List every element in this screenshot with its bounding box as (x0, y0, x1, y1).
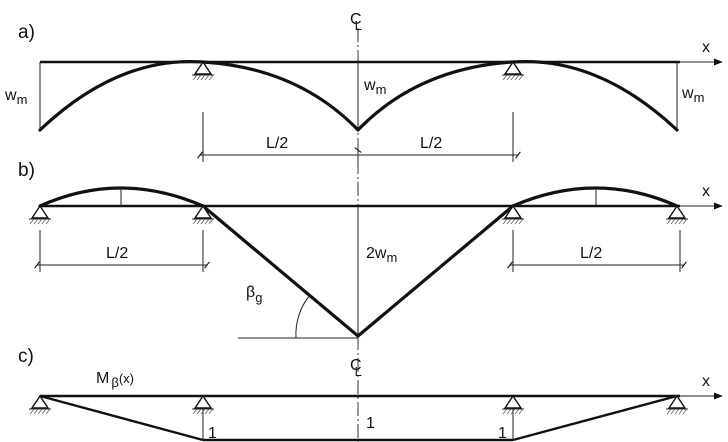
panel-a-w-left: wm (4, 87, 27, 107)
panel-c-moment-sub: β (111, 375, 118, 390)
panel-a-dim-left-label: L/2 (266, 135, 288, 152)
panel-a-w-left-sub: m (17, 92, 28, 107)
panel-a-dim-right-label: L/2 (420, 135, 442, 152)
panel-c-cl-label: CL (350, 357, 362, 379)
panel-c-cl-c: C (350, 357, 362, 374)
panel-a: a) CL x wm wm wm L/2 (4, 11, 723, 162)
panel-b-support-1 (29, 204, 51, 225)
panel-a-x-label: x (702, 39, 710, 56)
panel-c-moment-arg: (x) (119, 371, 134, 386)
panel-a-support-1 (192, 60, 214, 81)
panel-c-val-left: 1 (208, 425, 217, 442)
panel-c-val-right: 1 (498, 425, 507, 442)
panel-c-cl-l: L (355, 364, 362, 379)
panel-a-tag: a) (18, 22, 35, 43)
panel-c-support-3 (502, 394, 524, 415)
panel-a-cl-label: CL (350, 11, 362, 33)
panel-b-w-center-main: 2w (366, 245, 387, 262)
panel-c-tag: c) (18, 346, 34, 367)
panel-b-dim-right-label: L/2 (580, 245, 602, 262)
panel-c-support-2 (192, 394, 214, 415)
panel-a-support-2 (502, 60, 524, 81)
panel-c-x-label: x (702, 373, 710, 390)
panel-a-w-center-main: w (363, 77, 376, 94)
panel-c-moment-right (512, 394, 678, 442)
panel-c-support-1 (29, 394, 51, 415)
panel-a-cl-c: C (350, 11, 362, 28)
panel-b-support-4 (666, 204, 688, 225)
panel-c-val-center: 1 (366, 415, 375, 432)
panel-b-angle-main: β (246, 284, 255, 301)
panel-a-w-right-sub: m (694, 90, 705, 105)
panel-c-support-4 (666, 394, 688, 415)
panel-a-w-center-sub: m (376, 82, 387, 97)
panel-b-angle-label: βg (246, 284, 262, 305)
panel-b-x-label: x (702, 183, 710, 200)
panel-c-moment-left (39, 394, 204, 442)
panel-b-w-center: 2wm (366, 245, 397, 265)
panel-b-tag: b) (18, 160, 35, 181)
panel-a-w-center: wm (363, 77, 386, 97)
panel-a-w-right: wm (681, 85, 704, 105)
panel-b-angle-sub: g (255, 290, 262, 305)
panel-b-angle-arc (295, 294, 311, 339)
panel-b-support-2 (192, 204, 214, 225)
panel-b-dim-left-label: L/2 (106, 245, 128, 262)
panel-a-w-left-main: w (4, 87, 17, 104)
panel-a-cl-l: L (355, 18, 362, 33)
panel-b-right-arc (511, 186, 679, 208)
panel-a-w-right-main: w (681, 85, 694, 102)
panel-c-moment-main: M (96, 370, 109, 387)
panel-b-support-3 (502, 204, 524, 225)
panel-b: b) x βg 2wm (18, 160, 723, 339)
panel-b-w-center-sub: m (386, 250, 397, 265)
